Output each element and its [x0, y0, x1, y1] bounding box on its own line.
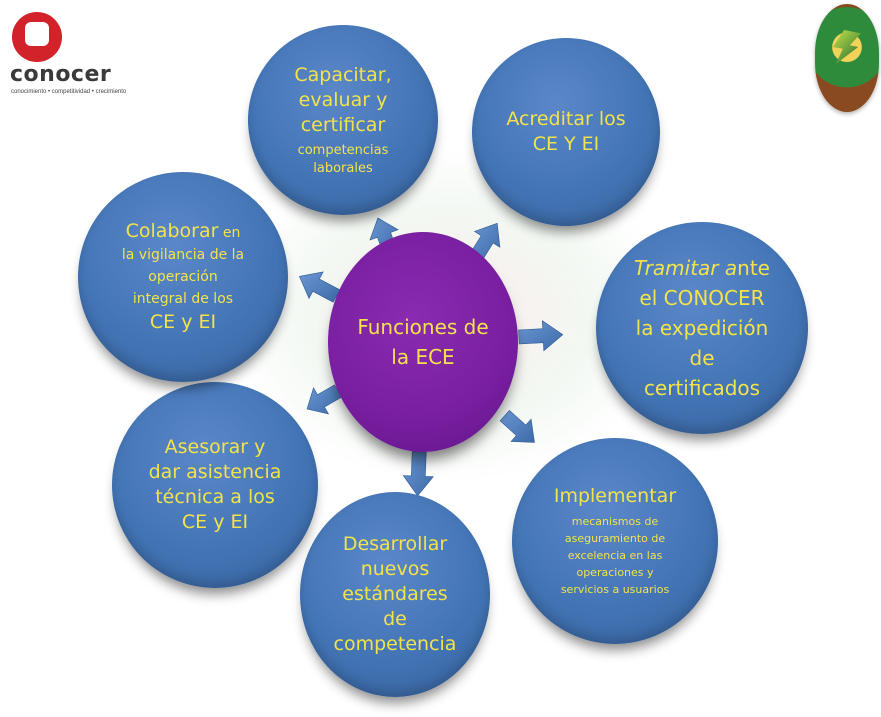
conocer-wordmark: conocer	[10, 62, 112, 87]
node-desarrollar-line4: de	[383, 608, 407, 630]
node-asesorar-line1: Asesorar y	[164, 436, 266, 458]
node-tramitar-line1-italic: Tramitar a	[634, 256, 738, 280]
node-colaborar-line3: operación	[148, 269, 218, 285]
node-implementar: Implementar mecanismos de aseguramiento …	[512, 438, 718, 644]
node-asesorar-line2: dar asistencia	[148, 461, 282, 483]
arrow-to-implementar	[499, 409, 535, 443]
node-acreditar: Acreditar los CE Y EI	[472, 38, 660, 226]
node-colaborar: Colaborar en la vigilancia de la operaci…	[78, 172, 288, 382]
node-asesorar-line3: técnica a los	[155, 486, 275, 508]
node-implementar-line2: mecanismos de	[571, 515, 659, 528]
node-colaborar-line4: integral de los	[132, 291, 234, 307]
node-acreditar-line1: Acreditar los	[506, 108, 626, 130]
node-capacitar: Capacitar, evaluar y certificar competen…	[248, 25, 438, 215]
arrow-to-asesorar	[306, 384, 343, 415]
node-implementar-line6: servicios a usuarios	[560, 583, 670, 596]
node-acreditar-line2: CE Y EI	[532, 133, 600, 155]
node-desarrollar-line2: nuevos	[360, 558, 430, 580]
node-colaborar-line1-small: en	[218, 225, 241, 241]
node-implementar-line3: aseguramiento de	[564, 532, 666, 545]
node-implementar-line4: excelencia en las	[567, 549, 663, 562]
node-implementar-line1: Implementar	[553, 485, 677, 507]
conocer-tagline: conocimiento • competitividad • crecimie…	[11, 89, 127, 95]
node-tramitar-line3: la expedición	[635, 316, 769, 340]
node-colaborar-line5: CE y EI	[149, 311, 217, 333]
arrow-to-colaborar	[298, 271, 341, 303]
node-capacitar-line1: Capacitar,	[294, 63, 392, 86]
node-capacitar-line3: certificar	[300, 113, 386, 136]
node-asesorar-line4: CE y EI	[181, 511, 249, 533]
node-tramitar-line4: de	[689, 346, 715, 370]
conocer-logo-mark-icon	[12, 12, 62, 62]
node-capacitar-line4: competencias	[297, 142, 389, 158]
node-colaborar-line1-big: Colaborar	[125, 220, 219, 242]
node-desarrollar: Desarrollar nuevos estándares de compete…	[300, 492, 490, 697]
node-tramitar-line1: Tramitar ante	[634, 253, 770, 283]
node-implementar-line5: operaciones y	[576, 566, 654, 579]
conocer-logo: conocer conocimiento • competitividad • …	[10, 12, 180, 102]
center-title: Funciones de la ECE	[357, 315, 489, 369]
node-capacitar-line5: laborales	[313, 160, 373, 176]
node-desarrollar-line3: estándares	[342, 583, 448, 605]
node-desarrollar-line1: Desarrollar	[342, 533, 448, 555]
node-colaborar-line2: la vigilancia de la	[121, 247, 245, 263]
node-tramitar-line5: certificados	[643, 376, 761, 400]
center-node: Funciones de la ECE	[328, 232, 518, 452]
node-tramitar-line1-rest: nte	[737, 256, 770, 280]
node-desarrollar-line5: competencia	[333, 633, 457, 655]
node-colaborar-line1: Colaborar en	[126, 219, 241, 244]
node-capacitar-line2: evaluar y	[298, 88, 388, 111]
university-seal-icon	[815, 4, 879, 112]
node-tramitar: Tramitar ante el CONOCER la expedición d…	[596, 222, 808, 434]
node-tramitar-line2: el CONOCER	[639, 286, 765, 310]
node-asesorar: Asesorar y dar asistencia técnica a los …	[112, 382, 318, 588]
arrow-to-desarrollar	[402, 451, 434, 497]
arrow-to-tramitar	[518, 320, 564, 352]
